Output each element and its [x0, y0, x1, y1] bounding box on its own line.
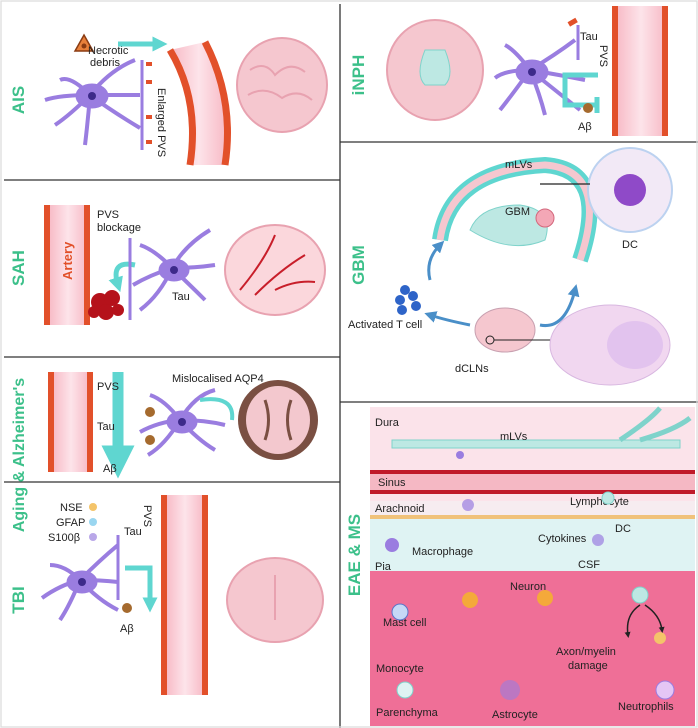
artery-icon: [48, 205, 88, 325]
eae-monocyte-label: Monocyte: [376, 663, 424, 675]
nse-marker-icon: [89, 503, 97, 511]
aging-mislocalised-label: Mislocalised AQP4: [172, 373, 264, 385]
eae-axon-myelin-label: Axon/myelin: [556, 646, 616, 658]
monocyte-icon: [396, 681, 414, 699]
macrophage-icon: [385, 538, 399, 552]
abeta-icon: [122, 603, 132, 613]
sah-pvs-label: PVS: [97, 209, 119, 221]
gfap-marker-icon: [89, 518, 97, 526]
eae-title: EAE & MS: [345, 514, 364, 596]
eae-parenchyma-label: Parenchyma: [376, 707, 439, 719]
neutrophil-icon: [655, 680, 675, 700]
panel-inph: iNPH Tau PVS Aβ: [349, 6, 668, 136]
astrocyte-icon: [131, 228, 216, 312]
panel-ais: AIS Necrotic debris Enlarged PVS: [9, 33, 328, 166]
aging-abeta-label: Aβ: [103, 463, 117, 475]
brain-icon: [236, 37, 328, 133]
panel-tbi: TBI NSE GFAP S100β Tau PVS Aβ: [9, 495, 324, 695]
eae-arachnoid-label: Arachnoid: [375, 503, 425, 515]
tbi-tau-label: Tau: [124, 526, 142, 538]
eae-mast-cell-label: Mast cell: [383, 617, 426, 629]
sah-title: SAH: [9, 250, 28, 286]
astrocyte-icon: [139, 388, 226, 457]
ais-necrotic-label: Necrotic: [88, 45, 129, 57]
astrocyte-icon: [493, 38, 586, 116]
neuron-icon: [462, 592, 478, 608]
eae-astrocyte-label: Astrocyte: [492, 709, 538, 721]
blood-clot-icon: [88, 290, 124, 320]
mast-cell-icon: [391, 603, 409, 621]
eae-macrophage-label: Macrophage: [412, 546, 473, 558]
eae-neuron-label: Neuron: [510, 581, 546, 593]
gbm-dc-label: DC: [622, 239, 638, 251]
sah-arrow-icon: [108, 261, 136, 293]
astrocyte-icon: [500, 680, 520, 700]
gbm-dclns-label: dCLNs: [455, 363, 489, 375]
eae-neutrophils-label: Neutrophils: [618, 701, 674, 713]
vessel-icon: [52, 372, 90, 472]
eae-sinus-label: Sinus: [378, 477, 406, 489]
ais-title: AIS: [9, 86, 28, 114]
inph-blocked-arrow-icon: [562, 72, 598, 108]
sah-blockage-label: blockage: [97, 222, 141, 234]
gbm-title: GBM: [349, 245, 368, 285]
eae-mlvs-label: mLVs: [500, 431, 528, 443]
sah-artery-label: Artery: [60, 241, 75, 280]
inph-tau-label: Tau: [580, 31, 598, 43]
tbi-title: TBI: [9, 586, 28, 613]
abeta-icon: [145, 407, 155, 417]
tbi-abeta-label: Aβ: [120, 623, 134, 635]
eae-cytokines-label: Cytokines: [538, 533, 587, 545]
t-cell-icon: [395, 285, 421, 315]
astrocyte-icon: [44, 58, 142, 146]
ais-debris-label: debris: [90, 57, 120, 69]
gbm-activated-t-cell-label: Activated T cell: [348, 319, 422, 331]
astrocyte-icon: [40, 543, 120, 622]
s100b-marker-icon: [89, 533, 97, 541]
meningeal-vessel-icon: [436, 161, 593, 262]
tbi-gfap-label: GFAP: [56, 517, 85, 529]
aging-tau-label: Tau: [97, 421, 115, 433]
inph-title: iNPH: [349, 55, 368, 96]
debris-icon: [73, 33, 95, 52]
lymph-node-icon: [474, 307, 536, 353]
tbi-nse-label: NSE: [60, 502, 83, 514]
inph-pvs-label: PVS: [597, 45, 609, 67]
aging-pvs-label: PVS: [97, 381, 119, 393]
eae-damage-label: damage: [568, 660, 608, 672]
abeta-icon: [583, 103, 593, 113]
inph-abeta-label: Aβ: [578, 121, 592, 133]
tumor-icon: [535, 208, 555, 228]
tbi-pvs-label: PVS: [141, 505, 153, 527]
panel-aging: Aging & Alzheimer's PVS Tau Aβ Mislocali…: [11, 372, 318, 532]
panel-gbm: GBM mLVs GBM DC Activated T cell dCLNs: [348, 147, 673, 386]
aging-title: Aging & Alzheimer's: [11, 378, 28, 532]
sah-tau-label: Tau: [172, 291, 190, 303]
eae-lymphocyte-label: Lymphocyte: [570, 496, 629, 508]
dendritic-cell-icon: [614, 174, 646, 206]
ais-enlarged-pvs-label: Enlarged PVS: [155, 88, 167, 157]
panel-eae: EAE & MS Dura mLVs Sinus Arachnoid Lymph…: [345, 406, 695, 726]
eae-dc-label: DC: [615, 523, 631, 535]
brain-icon: [224, 224, 326, 316]
tbi-s100b-label: S100β: [48, 532, 80, 544]
eae-pia-label: Pia: [375, 561, 392, 573]
tbi-arrow-icon: [125, 565, 158, 613]
eae-dura-label: Dura: [375, 417, 400, 429]
eae-csf-label: CSF: [578, 559, 600, 571]
gbm-mlvs-label: mLVs: [505, 159, 533, 171]
gbm-label: GBM: [505, 206, 530, 218]
vessel-icon: [165, 495, 205, 695]
vessel-icon: [615, 6, 667, 136]
panel-sah: SAH Artery PVS blockage Tau: [9, 205, 326, 325]
